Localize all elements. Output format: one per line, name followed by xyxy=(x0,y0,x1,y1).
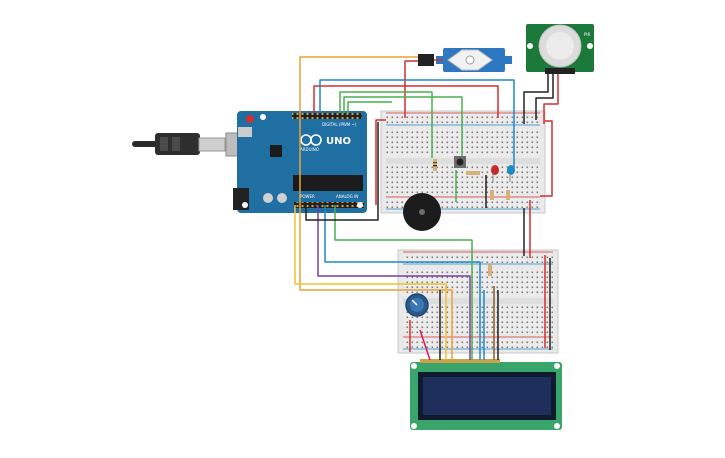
pushbutton-icon[interactable] xyxy=(454,156,466,168)
wire-red xyxy=(313,85,499,118)
wire-black xyxy=(523,74,549,124)
wire-blue xyxy=(324,205,481,360)
arduino-uno-board[interactable]: UNO ARDUINO DIGITAL (PWM ~) ANALOG IN PO… xyxy=(233,111,367,213)
wire-orange xyxy=(299,56,453,360)
power-analog-header xyxy=(294,202,364,208)
analog-header-label: ANALOG IN xyxy=(336,194,358,199)
knob-icon[interactable] xyxy=(405,293,429,317)
wire-green xyxy=(347,101,392,113)
arduino-logo-icon xyxy=(300,134,322,146)
servo-motor[interactable] xyxy=(418,48,512,72)
power-header-label: POWER xyxy=(300,194,315,199)
wire-red xyxy=(404,60,418,118)
usb-cable xyxy=(132,132,241,157)
wires xyxy=(294,56,559,361)
resistor[interactable] xyxy=(490,190,494,200)
reset-button[interactable] xyxy=(246,115,254,123)
wire-black xyxy=(543,74,559,124)
board-maker-label: ARDUINO xyxy=(300,147,319,152)
pir-label: PIR xyxy=(584,32,591,37)
pir-sensor[interactable]: PIR xyxy=(526,24,594,74)
wire-red xyxy=(375,119,386,205)
blue-led[interactable] xyxy=(507,165,515,182)
resistor[interactable] xyxy=(488,264,492,276)
wire-yellow xyxy=(294,205,447,360)
resistor[interactable] xyxy=(506,190,510,200)
wire-black xyxy=(305,122,379,221)
red-led[interactable] xyxy=(491,165,499,182)
wire-pink xyxy=(419,329,431,361)
resistor[interactable] xyxy=(466,171,480,175)
wire-red xyxy=(540,120,553,197)
wire-green xyxy=(343,96,463,156)
wire-purple xyxy=(317,205,471,360)
buzzer-icon[interactable] xyxy=(403,193,441,231)
lcd-screen xyxy=(423,377,551,415)
digital-header xyxy=(292,113,362,119)
wire-black xyxy=(535,74,554,120)
atmega-chip xyxy=(293,175,363,191)
digital-header-label: DIGITAL (PWM ~) xyxy=(322,122,357,127)
breadboard-bottom[interactable] xyxy=(397,249,559,354)
resistor[interactable] xyxy=(433,159,437,171)
wire-blue xyxy=(319,79,515,168)
wire-green xyxy=(339,91,433,158)
board-brand-label: UNO xyxy=(326,136,351,147)
wire-green xyxy=(334,205,473,360)
lcd-display[interactable] xyxy=(410,359,562,430)
